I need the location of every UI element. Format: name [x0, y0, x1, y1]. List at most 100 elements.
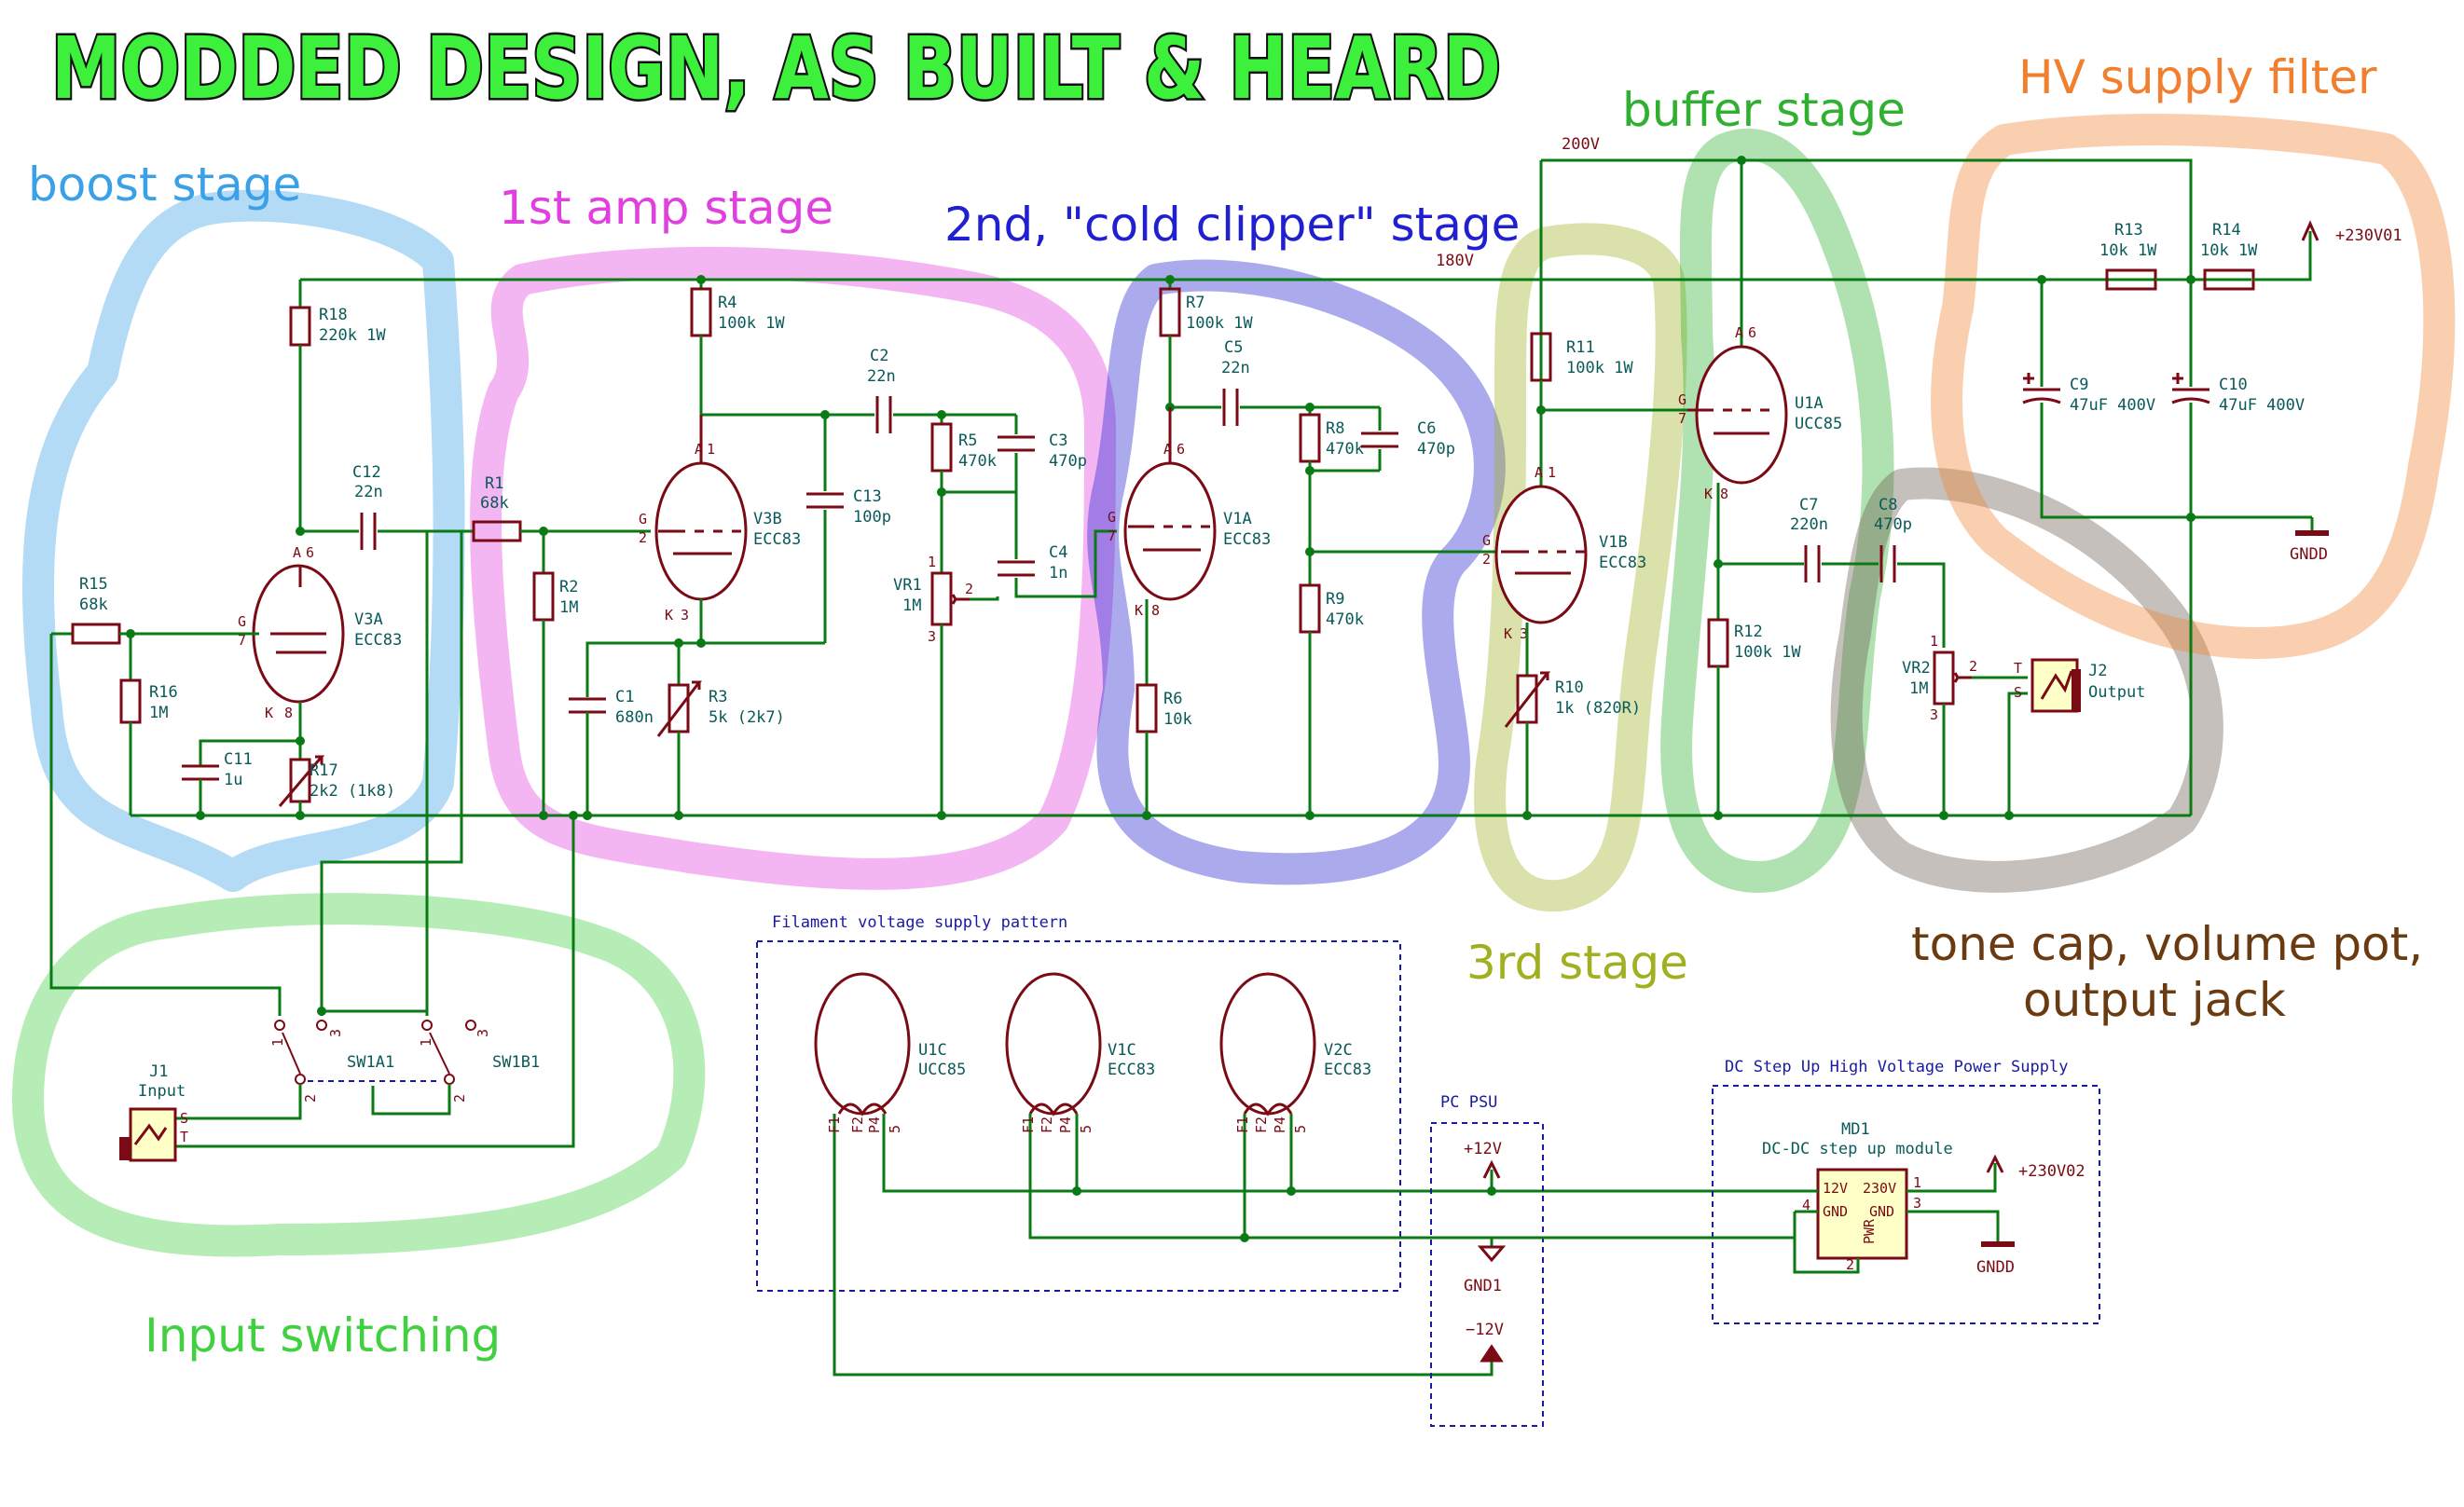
MD1-pin-2: 2: [1846, 1256, 1854, 1273]
V3B-pin-a: A: [695, 441, 703, 458]
pc-psu-block: PC PSU +12V GND1 −12V: [1430, 1093, 1544, 1427]
capacitor-C12: [360, 513, 377, 550]
U1C-pin-p5: 5: [887, 1125, 903, 1133]
resistor-R6: [1136, 683, 1158, 733]
MD1-gnd2-label: GND: [1869, 1203, 1894, 1220]
input-switching: 1 2 3 SW1A1 1 2 3 SW1B1 J1 Input S T: [49, 531, 592, 1162]
buffer-stage-label: buffer stage: [1622, 83, 1906, 137]
VR1-pin-3: 3: [928, 628, 936, 645]
R15-value: 68k: [79, 596, 108, 614]
C1-value: 680n: [615, 708, 654, 727]
V1C-value: ECC83: [1108, 1061, 1155, 1079]
MD1-pin-1: 1: [1913, 1174, 1921, 1191]
tube-U1C: [814, 972, 911, 1116]
resistor-R4: [690, 287, 712, 337]
resistor-R5: [930, 422, 953, 473]
V3B-pin-k-num: 3: [681, 607, 689, 623]
buffer-stage-highlight: [1660, 129, 1894, 893]
third-stage-highlight: [1474, 223, 1687, 912]
cold-clipper-label: 2nd, "cold clipper" stage: [944, 198, 1520, 252]
tube-U1A: [1695, 345, 1788, 485]
U1A-value: UCC85: [1795, 415, 1842, 433]
V1A-pin-k: K: [1135, 602, 1143, 619]
net-label-gnd1: GND1: [1464, 1277, 1502, 1295]
R2-ref: R2: [559, 578, 578, 596]
V1A-value: ECC83: [1223, 530, 1271, 549]
MD1-pin-3: 3: [1913, 1195, 1921, 1212]
R10-ref: R10: [1555, 678, 1584, 697]
V3B-pin-g-num: 2: [639, 529, 647, 546]
R3-value: 5k (2k7): [709, 708, 785, 727]
tone-output-stage: C7 220n C8 470p VR2 1M 1 2 3 T S J2 Outp…: [1790, 496, 2145, 820]
V2C-pin-f1: F1: [1234, 1117, 1251, 1133]
resistor-R9: [1299, 583, 1321, 634]
C11-ref: C11: [224, 750, 253, 769]
R8-ref: R8: [1326, 419, 1344, 438]
tone-output-label-2: output jack: [2023, 973, 2286, 1027]
capacitor-C1: [569, 697, 606, 714]
input-switching-highlight: [12, 893, 706, 1257]
V3B-pin-a-num: 1: [707, 441, 715, 458]
V3B-ref: V3B: [753, 510, 782, 528]
resistor-R12: [1707, 618, 1729, 668]
J2-pin-t: T: [2014, 660, 2022, 677]
U1A-ref: U1A: [1795, 394, 1824, 413]
V3A-value: ECC83: [354, 631, 402, 650]
R13-ref: R13: [2114, 221, 2143, 240]
SW1B1-pin-3: 3: [475, 1029, 491, 1037]
region-highlights: [12, 114, 2456, 1257]
R6-ref: R6: [1163, 690, 1182, 708]
SW1B1-pin-1: 1: [418, 1038, 434, 1047]
R9-ref: R9: [1326, 590, 1344, 609]
R8-value: 470k: [1326, 440, 1364, 459]
resistor-R7: [1159, 287, 1181, 337]
R14-value: 10k 1W: [2200, 241, 2258, 260]
VR1-value: 1M: [902, 596, 921, 615]
VR2-value: 1M: [1909, 679, 1928, 698]
C3-value: 470p: [1049, 452, 1087, 471]
V1B-pin-g-num: 2: [1482, 551, 1491, 568]
V1A-pin-a-num: 6: [1177, 441, 1185, 458]
supply-rails: 200V 180V: [131, 135, 2251, 817]
capacitor-C8: [1879, 545, 1896, 582]
J1-pin-t: T: [180, 1129, 188, 1145]
R7-value: 100k 1W: [1186, 314, 1253, 333]
V3A-pin-g-num: 7: [238, 632, 246, 649]
switch-SW1A1-contact-1: [274, 1020, 285, 1031]
J1-ref: J1: [149, 1062, 168, 1081]
filament-block-title: Filament voltage supply pattern: [772, 913, 1067, 932]
net-label-hv01: +230V01: [2335, 226, 2402, 245]
capacitor-C3: [998, 435, 1035, 452]
tube-V1A: [1123, 461, 1217, 601]
VR2-pin-1: 1: [1930, 633, 1938, 650]
U1A-pin-g-num: 7: [1678, 410, 1686, 427]
R13-value: 10k 1W: [2099, 241, 2157, 260]
capacitor-C5: [1222, 389, 1239, 426]
V3A-pin-g: G: [238, 613, 246, 630]
net-label-gndd-1: GNDD: [2290, 545, 2328, 564]
net-label-m12: −12V: [1466, 1321, 1504, 1339]
C5-value: 22n: [1221, 359, 1250, 377]
V3A-ref: V3A: [354, 610, 383, 629]
potentiometer-VR2: [1933, 651, 1955, 706]
capacitor-C10: [2171, 388, 2210, 404]
C1-ref: C1: [615, 688, 634, 706]
V3B-pin-k: K: [665, 607, 673, 623]
R18-value: 220k 1W: [319, 326, 386, 345]
filament-block-frame: [756, 940, 1401, 1292]
MD1-out-label: 230V: [1863, 1180, 1896, 1197]
V2C-pin-p5: 5: [1292, 1125, 1309, 1133]
R18-ref: R18: [319, 306, 348, 324]
C6-ref: C6: [1417, 419, 1436, 438]
VR2-ref: VR2: [1902, 659, 1931, 678]
U1A-pin-a-num: 6: [1748, 324, 1756, 341]
resistor-R8: [1299, 413, 1321, 463]
R17-ref: R17: [310, 761, 338, 780]
V1C-pin-p4: P4: [1057, 1117, 1074, 1133]
net-label-gndd-2: GNDD: [1976, 1258, 2015, 1277]
V1B-ref: V1B: [1599, 533, 1628, 552]
VR1-pin-2: 2: [965, 581, 973, 597]
C4-ref: C4: [1049, 543, 1067, 562]
V3A-pin-k: K: [265, 705, 273, 721]
V1A-pin-a: A: [1163, 441, 1172, 458]
